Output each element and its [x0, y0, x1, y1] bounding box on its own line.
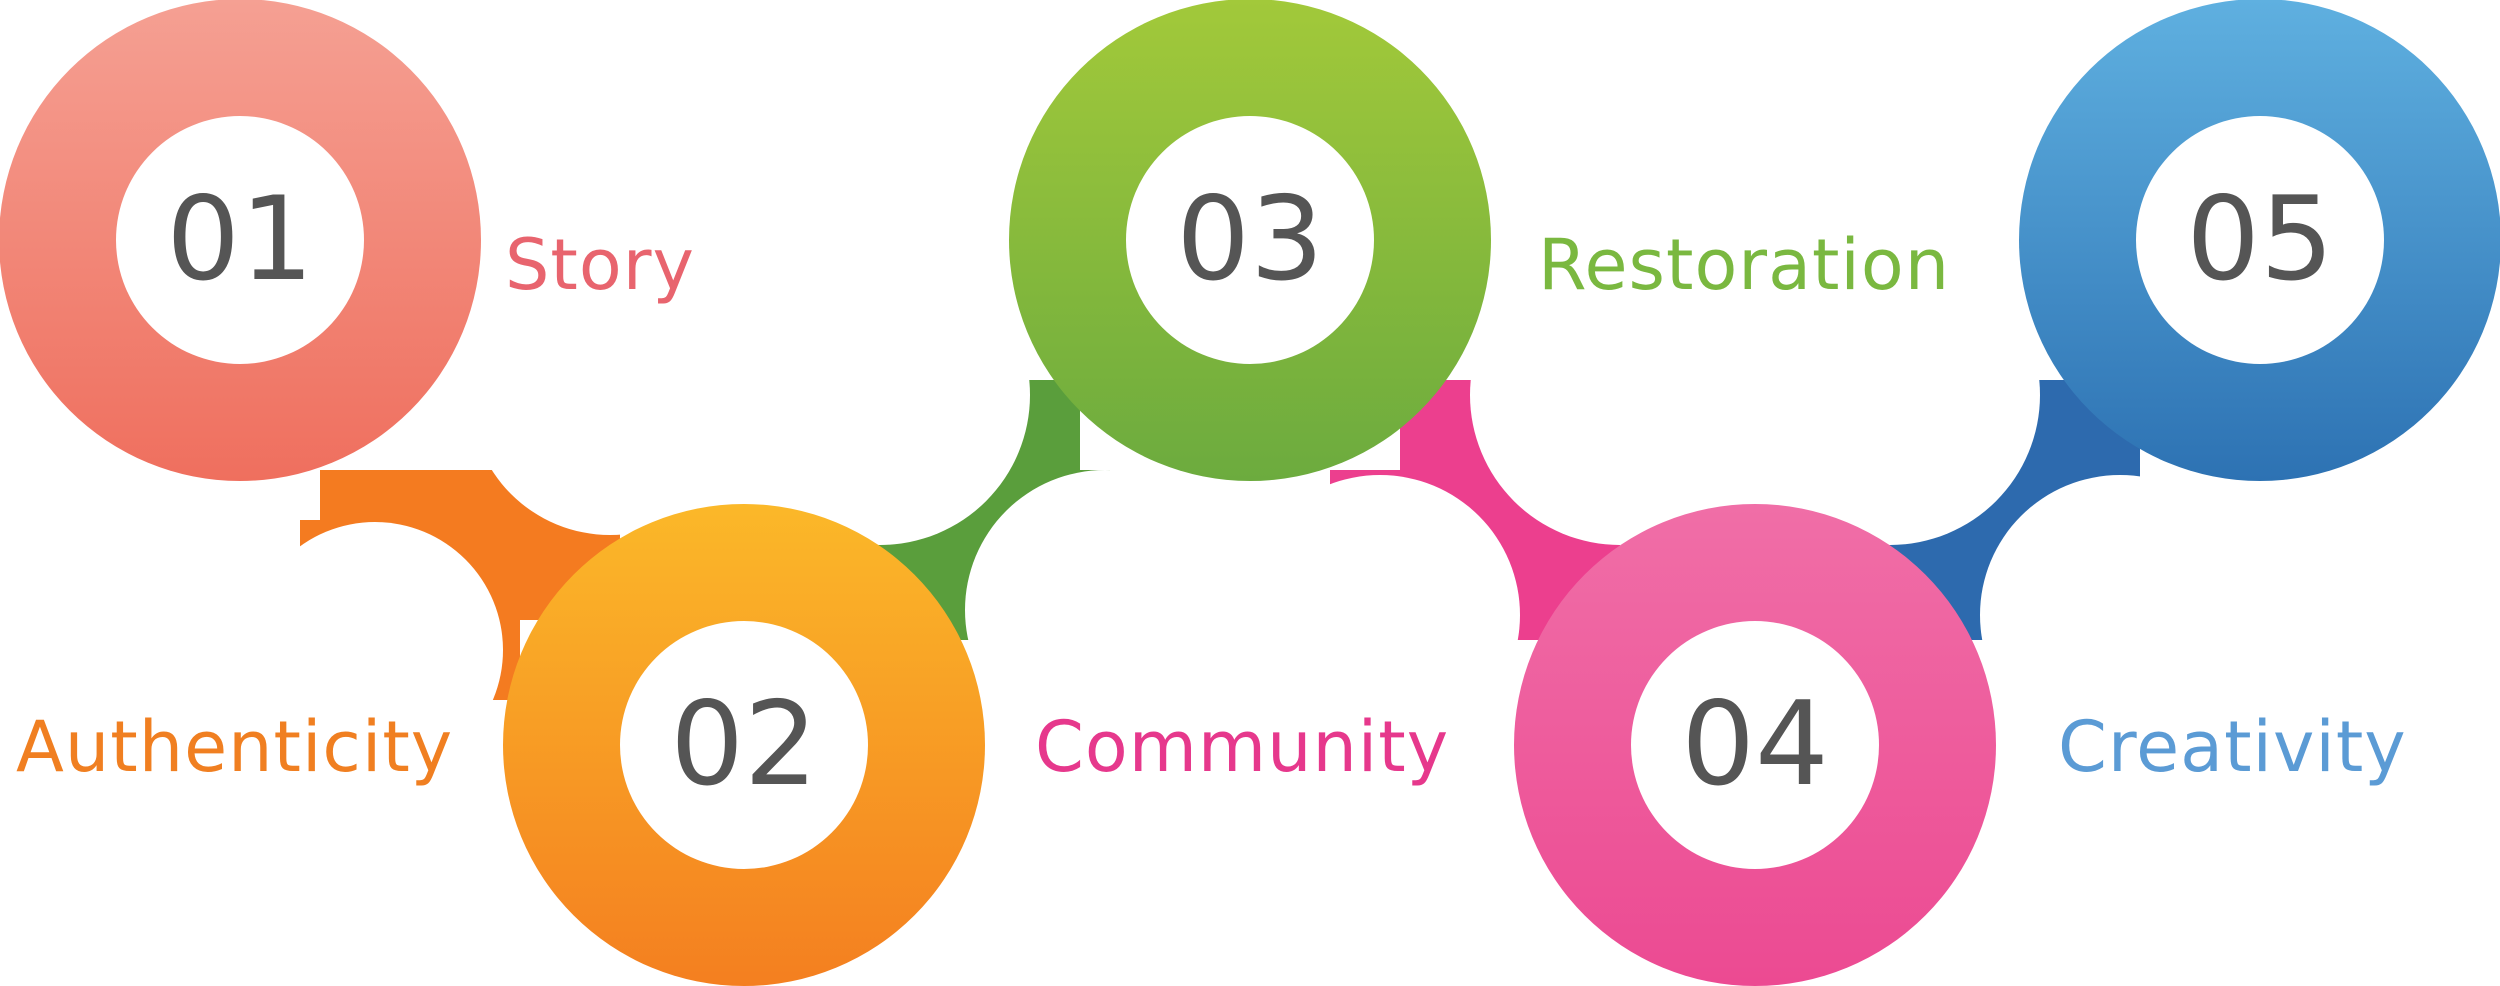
step-label-5: Creativity	[2058, 706, 2407, 788]
connector-1-2	[247, 255, 750, 778]
connector-2-3	[730, 245, 1245, 750]
connector-3-4	[1240, 245, 1770, 755]
step-number-3: 03	[1176, 172, 1324, 307]
step-number-4: 04	[1681, 677, 1829, 812]
step-circle-4	[1514, 504, 1996, 986]
step-circle-1	[0, 0, 481, 481]
step-label-2: Authenticity	[16, 706, 454, 788]
step-number-1: 01	[166, 172, 314, 307]
step-number-5: 05	[2186, 172, 2334, 307]
step-circle-5	[2019, 0, 2500, 481]
step-circle-2	[503, 504, 985, 986]
step-label-1: Story	[505, 224, 695, 306]
step-label-4: Community	[1035, 706, 1450, 788]
step-circle-3	[1009, 0, 1491, 481]
step-number-2: 02	[670, 677, 818, 812]
step-label-3: Restoration	[1538, 224, 1951, 306]
